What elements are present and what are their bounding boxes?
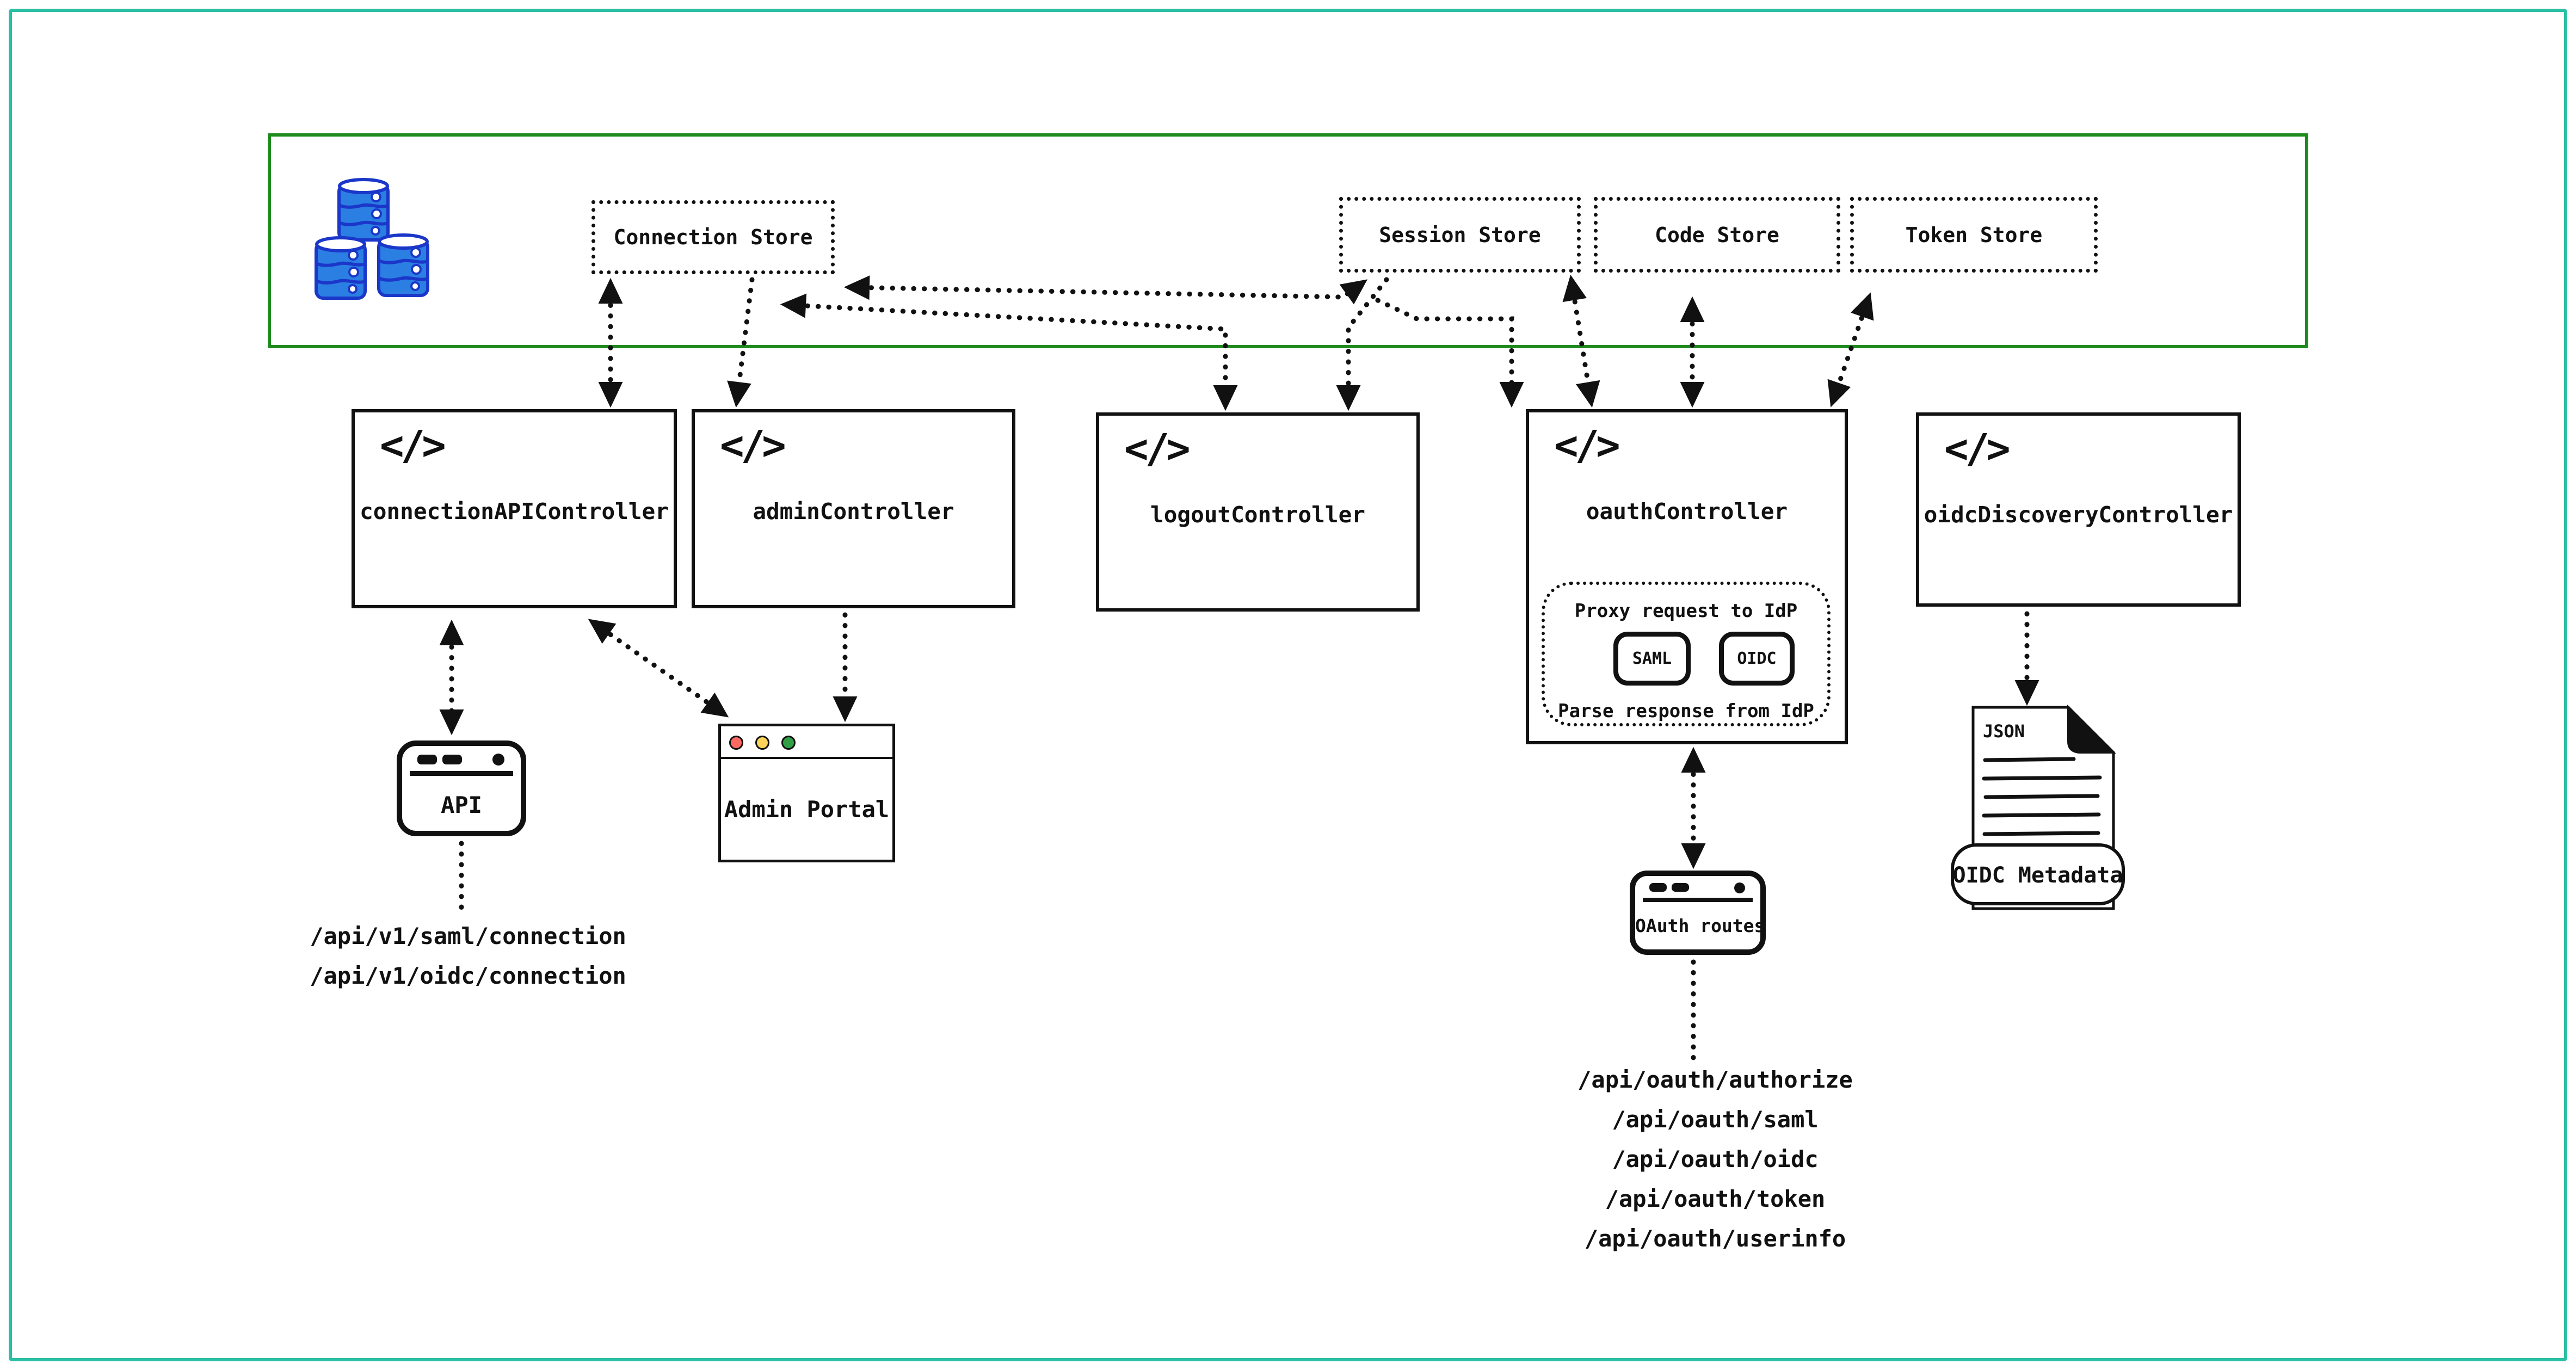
controller-logout: </> logoutController [1096, 412, 1420, 612]
endpoint: /api/oauth/userinfo [1584, 1225, 1846, 1252]
endpoint: /api/oauth/authorize [1577, 1066, 1853, 1093]
window-dot [1649, 883, 1667, 892]
traffic-light-red [729, 736, 743, 750]
controller-oidc-discovery: </> oidcDiscoveryController [1916, 412, 2241, 607]
code-icon: </> [380, 422, 446, 469]
controller-logout-label: logoutController [1150, 502, 1365, 528]
window-dot [1672, 883, 1689, 892]
admin-portal-titlebar [721, 726, 892, 759]
protocol-oidc: OIDC [1719, 632, 1795, 686]
window-dot [442, 755, 462, 764]
window-dot [492, 754, 504, 766]
json-file-type-label: JSON [1983, 721, 2025, 742]
controller-connection-api: </> connectionAPIController [352, 409, 677, 608]
api-window-titlebar [410, 746, 513, 776]
store-token-label: Token Store [1905, 223, 2043, 247]
admin-portal-window: Admin Portal [718, 724, 895, 862]
api-endpoint-list: /api/v1/saml/connection /api/v1/oidc/con… [305, 923, 631, 1002]
store-code: Code Store [1594, 197, 1840, 273]
store-token: Token Store [1850, 197, 2098, 273]
store-session-label: Session Store [1379, 223, 1541, 247]
metadata-banner-label: OIDC Metadata [1952, 863, 2123, 888]
code-icon: </> [1124, 425, 1191, 472]
admin-portal-label: Admin Portal [724, 796, 890, 823]
oauth-endpoint-list: /api/oauth/authorize /api/oauth/saml /ap… [1552, 1066, 1878, 1265]
endpoint: /api/oauth/saml [1612, 1106, 1819, 1133]
controller-oidc-discovery-label: oidcDiscoveryController [1924, 502, 2233, 528]
connector-connapi-portal [588, 619, 729, 718]
oauth-routes-window: OAuth routes [1630, 871, 1766, 955]
window-dot [1734, 883, 1745, 893]
api-window-label: API [441, 792, 482, 818]
traffic-light-yellow [755, 736, 769, 750]
code-icon: </> [720, 422, 786, 469]
controller-oauth-label: oauthController [1586, 498, 1788, 524]
code-icon: </> [1944, 425, 2011, 472]
controller-admin-label: adminController [753, 498, 954, 524]
controller-oauth: </> oauthController Proxy request to IdP… [1526, 409, 1848, 744]
endpoint: /api/v1/oidc/connection [310, 962, 626, 989]
store-code-label: Code Store [1655, 223, 1779, 247]
window-dot [417, 755, 437, 764]
protocol-oidc-label: OIDC [1737, 649, 1777, 668]
endpoint: /api/oauth/oidc [1612, 1146, 1819, 1172]
endpoint: /api/v1/saml/connection [310, 923, 626, 949]
store-connection-label: Connection Store [613, 225, 813, 249]
oauth-routes-titlebar [1643, 876, 1753, 902]
code-icon: </> [1554, 422, 1620, 469]
json-document-icon: JSON OIDC Metadata [1951, 705, 2125, 910]
api-window: API [397, 740, 526, 836]
oauth-routes-label: OAuth routes [1635, 915, 1765, 936]
idp-proxy-group: Proxy request to IdP SAML OIDC Parse res… [1542, 582, 1831, 726]
parse-response-label: Parse response from IdP [1558, 700, 1814, 722]
traffic-light-green [781, 736, 796, 750]
endpoint: /api/oauth/token [1605, 1186, 1826, 1212]
proxy-request-label: Proxy request to IdP [1574, 600, 1798, 622]
controller-connection-api-label: connectionAPIController [360, 498, 669, 524]
controller-admin: </> adminController [692, 409, 1015, 608]
metadata-banner [1951, 843, 2125, 905]
store-session: Session Store [1339, 197, 1581, 273]
database-icon [315, 178, 429, 300]
protocol-saml-label: SAML [1632, 649, 1672, 668]
store-connection: Connection Store [591, 200, 835, 274]
protocol-saml: SAML [1613, 632, 1691, 686]
